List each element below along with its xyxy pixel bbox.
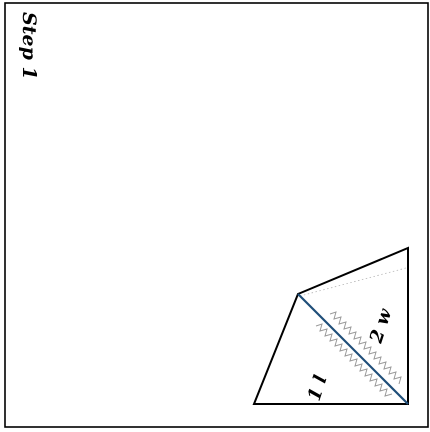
- diagonal-fold-line: [297, 293, 409, 405]
- zigzag-stitch-upper: [329, 311, 402, 385]
- zigzag-stitch-lower: [315, 323, 393, 397]
- page-border: [4, 2, 429, 428]
- step-label: Step 1: [18, 12, 40, 80]
